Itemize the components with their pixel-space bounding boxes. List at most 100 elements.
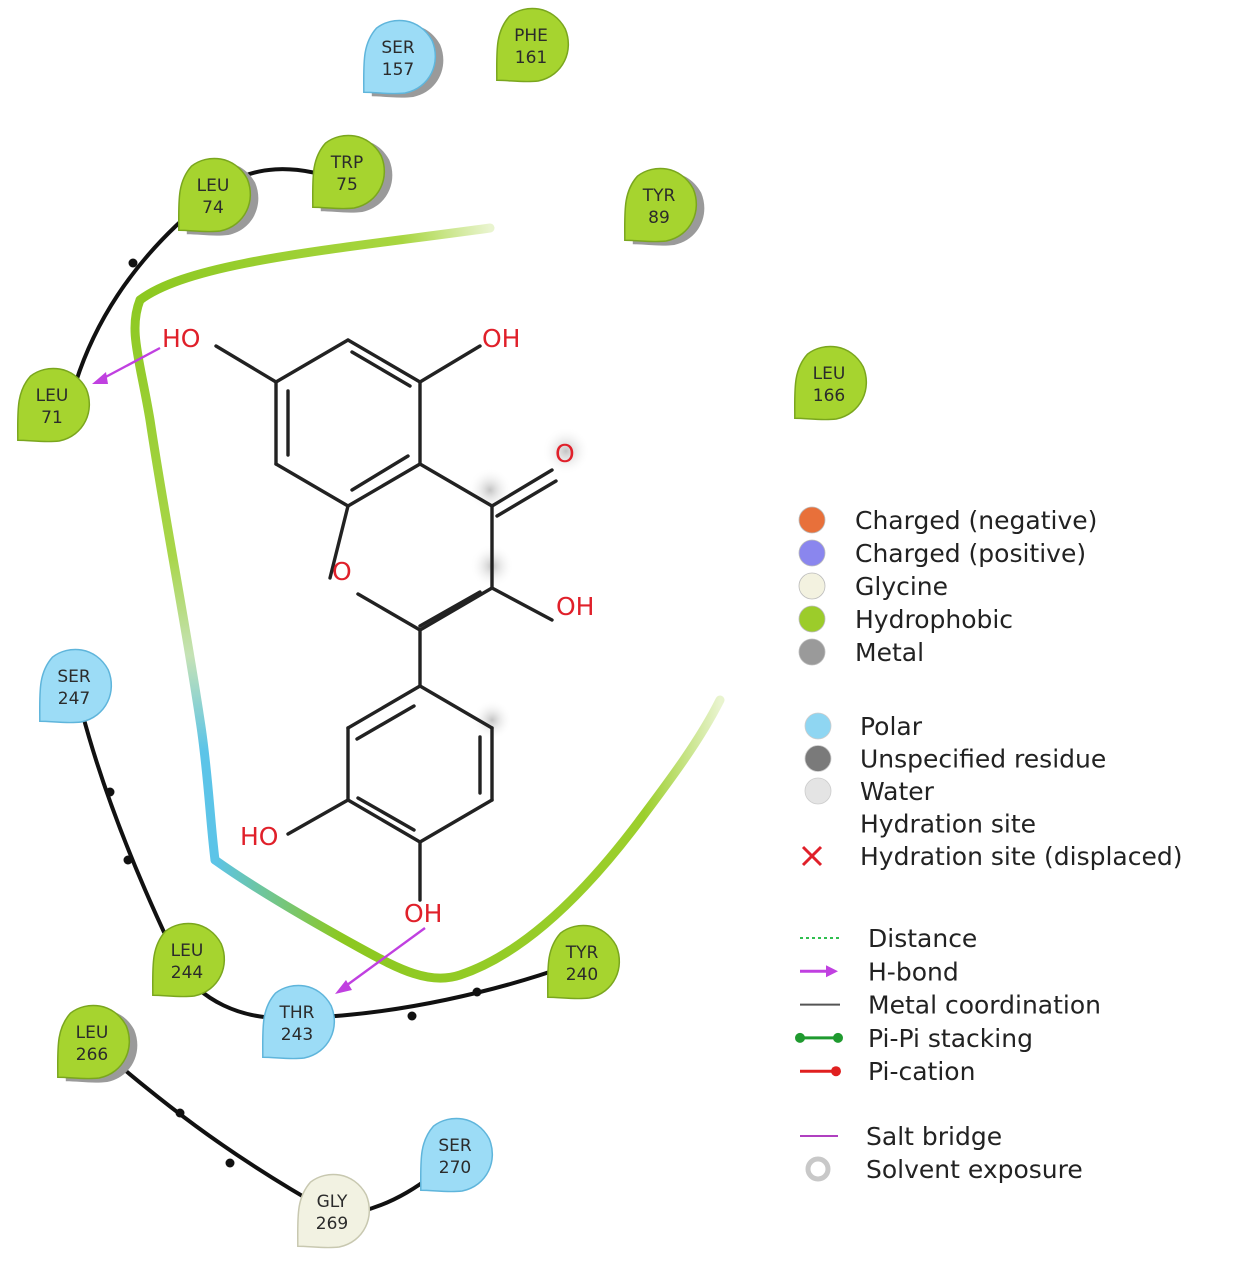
legend-solvent-icon	[805, 1156, 831, 1182]
legend-pipi-dot	[833, 1032, 843, 1043]
backbone-nodes	[105, 258, 482, 1168]
legend-label-metal: Metal	[855, 638, 924, 667]
residue-number: 270	[439, 1158, 471, 1178]
residue-name: LEU	[197, 176, 230, 196]
backbone-thr243-tyr240	[299, 963, 571, 1020]
residue-number: 89	[648, 208, 670, 228]
residue-shape	[56, 1004, 131, 1080]
residue-shape	[38, 648, 113, 724]
residue-name: LEU	[171, 941, 204, 961]
residue-number: 266	[76, 1045, 108, 1065]
residue-name: TRP	[330, 153, 363, 173]
legend-label-metal-coordination: Metal coordination	[868, 991, 1101, 1020]
residue-name: SER	[57, 667, 91, 687]
h-bond-oh7-leu71	[92, 346, 161, 384]
legend-label-pi-pi-stacking: Pi-Pi stacking	[868, 1024, 1033, 1053]
atom-oh-7: HO	[162, 324, 200, 353]
residue-name: LEU	[76, 1023, 109, 1043]
legend-label-charged-negative: Charged (negative)	[855, 506, 1097, 535]
residue-number: 157	[382, 60, 414, 80]
h-bonds	[92, 346, 426, 994]
legend-label-unspecified-residue: Unspecified residue	[860, 745, 1106, 774]
residue-number: 269	[316, 1214, 348, 1234]
residue-number: 71	[41, 408, 63, 428]
legend-swatch-polar	[804, 712, 832, 740]
atom-oh-3prime: HO	[240, 822, 278, 851]
residue-name: THR	[279, 1003, 315, 1023]
residue-shape	[362, 19, 437, 95]
legend: Charged (negative)Charged (positive)Glyc…	[795, 506, 1182, 1184]
residue-shape	[296, 1173, 371, 1249]
legend-label-solvent-exposure: Solvent exposure	[866, 1155, 1083, 1184]
legend-swatch-charged-positive	[798, 539, 826, 567]
residue-shape	[623, 167, 698, 243]
residue-name: PHE	[514, 26, 548, 46]
legend-label-salt-bridge: Salt bridge	[866, 1122, 1002, 1151]
legend-label-h-bond: H-bond	[868, 957, 959, 986]
legend-label-hydration-site-displaced: Hydration site (displaced)	[860, 842, 1182, 871]
atom-oh-5: OH	[482, 324, 520, 353]
residue-number: 161	[515, 48, 547, 68]
residue-number: 166	[813, 386, 845, 406]
residue-number: 247	[58, 689, 90, 709]
legend-label-hydrophobic: Hydrophobic	[855, 605, 1013, 634]
residue-shape	[793, 345, 868, 421]
legend-pication-dot	[831, 1066, 841, 1077]
backbone-ser247-leu244	[80, 711, 172, 946]
residues: SER157PHE161LEU74TRP75TYR89LEU71LEU166SE…	[16, 7, 868, 1249]
residue-name: TYR	[642, 186, 676, 206]
residue-shape	[177, 157, 252, 233]
binding-pocket-outline	[130, 223, 725, 983]
residue-shape	[261, 984, 336, 1060]
legend-pipi-dot	[795, 1032, 805, 1043]
legend-swatch-unspecified-residue	[804, 745, 832, 772]
residue-shape	[16, 367, 91, 443]
solvent-exposure-halos	[468, 427, 590, 740]
legend-label-water: Water	[860, 777, 935, 806]
legend-swatch-charged-negative	[798, 506, 826, 534]
atom-oh-4prime: OH	[404, 899, 442, 928]
residue-shape	[546, 924, 621, 1000]
ligand-bonds	[214, 338, 558, 902]
atom-carbonyl-o: O	[555, 439, 575, 468]
residue-number: 240	[566, 965, 598, 985]
legend-label-pi-cation: Pi-cation	[868, 1057, 975, 1086]
residue-name: SER	[438, 1136, 472, 1156]
residue-name: LEU	[813, 364, 846, 384]
residue-number: 74	[202, 198, 224, 218]
residue-number: 243	[281, 1025, 313, 1045]
ligand-atoms: HO OH O O OH HO OH	[162, 324, 594, 928]
atom-oh-3: OH	[556, 592, 594, 621]
legend-swatch-glycine	[798, 572, 826, 600]
residue-name: GLY	[317, 1192, 348, 1212]
residue-number: 75	[336, 175, 358, 195]
residue-name: SER	[381, 38, 415, 58]
residue-shape	[419, 1117, 494, 1193]
backbone-leu266-gly269	[93, 1043, 331, 1214]
h-bond-oh4prime-thr243	[335, 927, 426, 994]
residue-name: TYR	[565, 943, 599, 963]
legend-hbond-arrowhead	[826, 965, 838, 978]
residue-name: LEU	[36, 386, 69, 406]
residue-number: 244	[171, 963, 203, 983]
legend-label-polar: Polar	[860, 712, 923, 741]
atom-ring-o: O	[332, 557, 352, 586]
legend-swatch-hydrophobic	[798, 605, 826, 633]
legend-label-distance: Distance	[868, 924, 977, 953]
